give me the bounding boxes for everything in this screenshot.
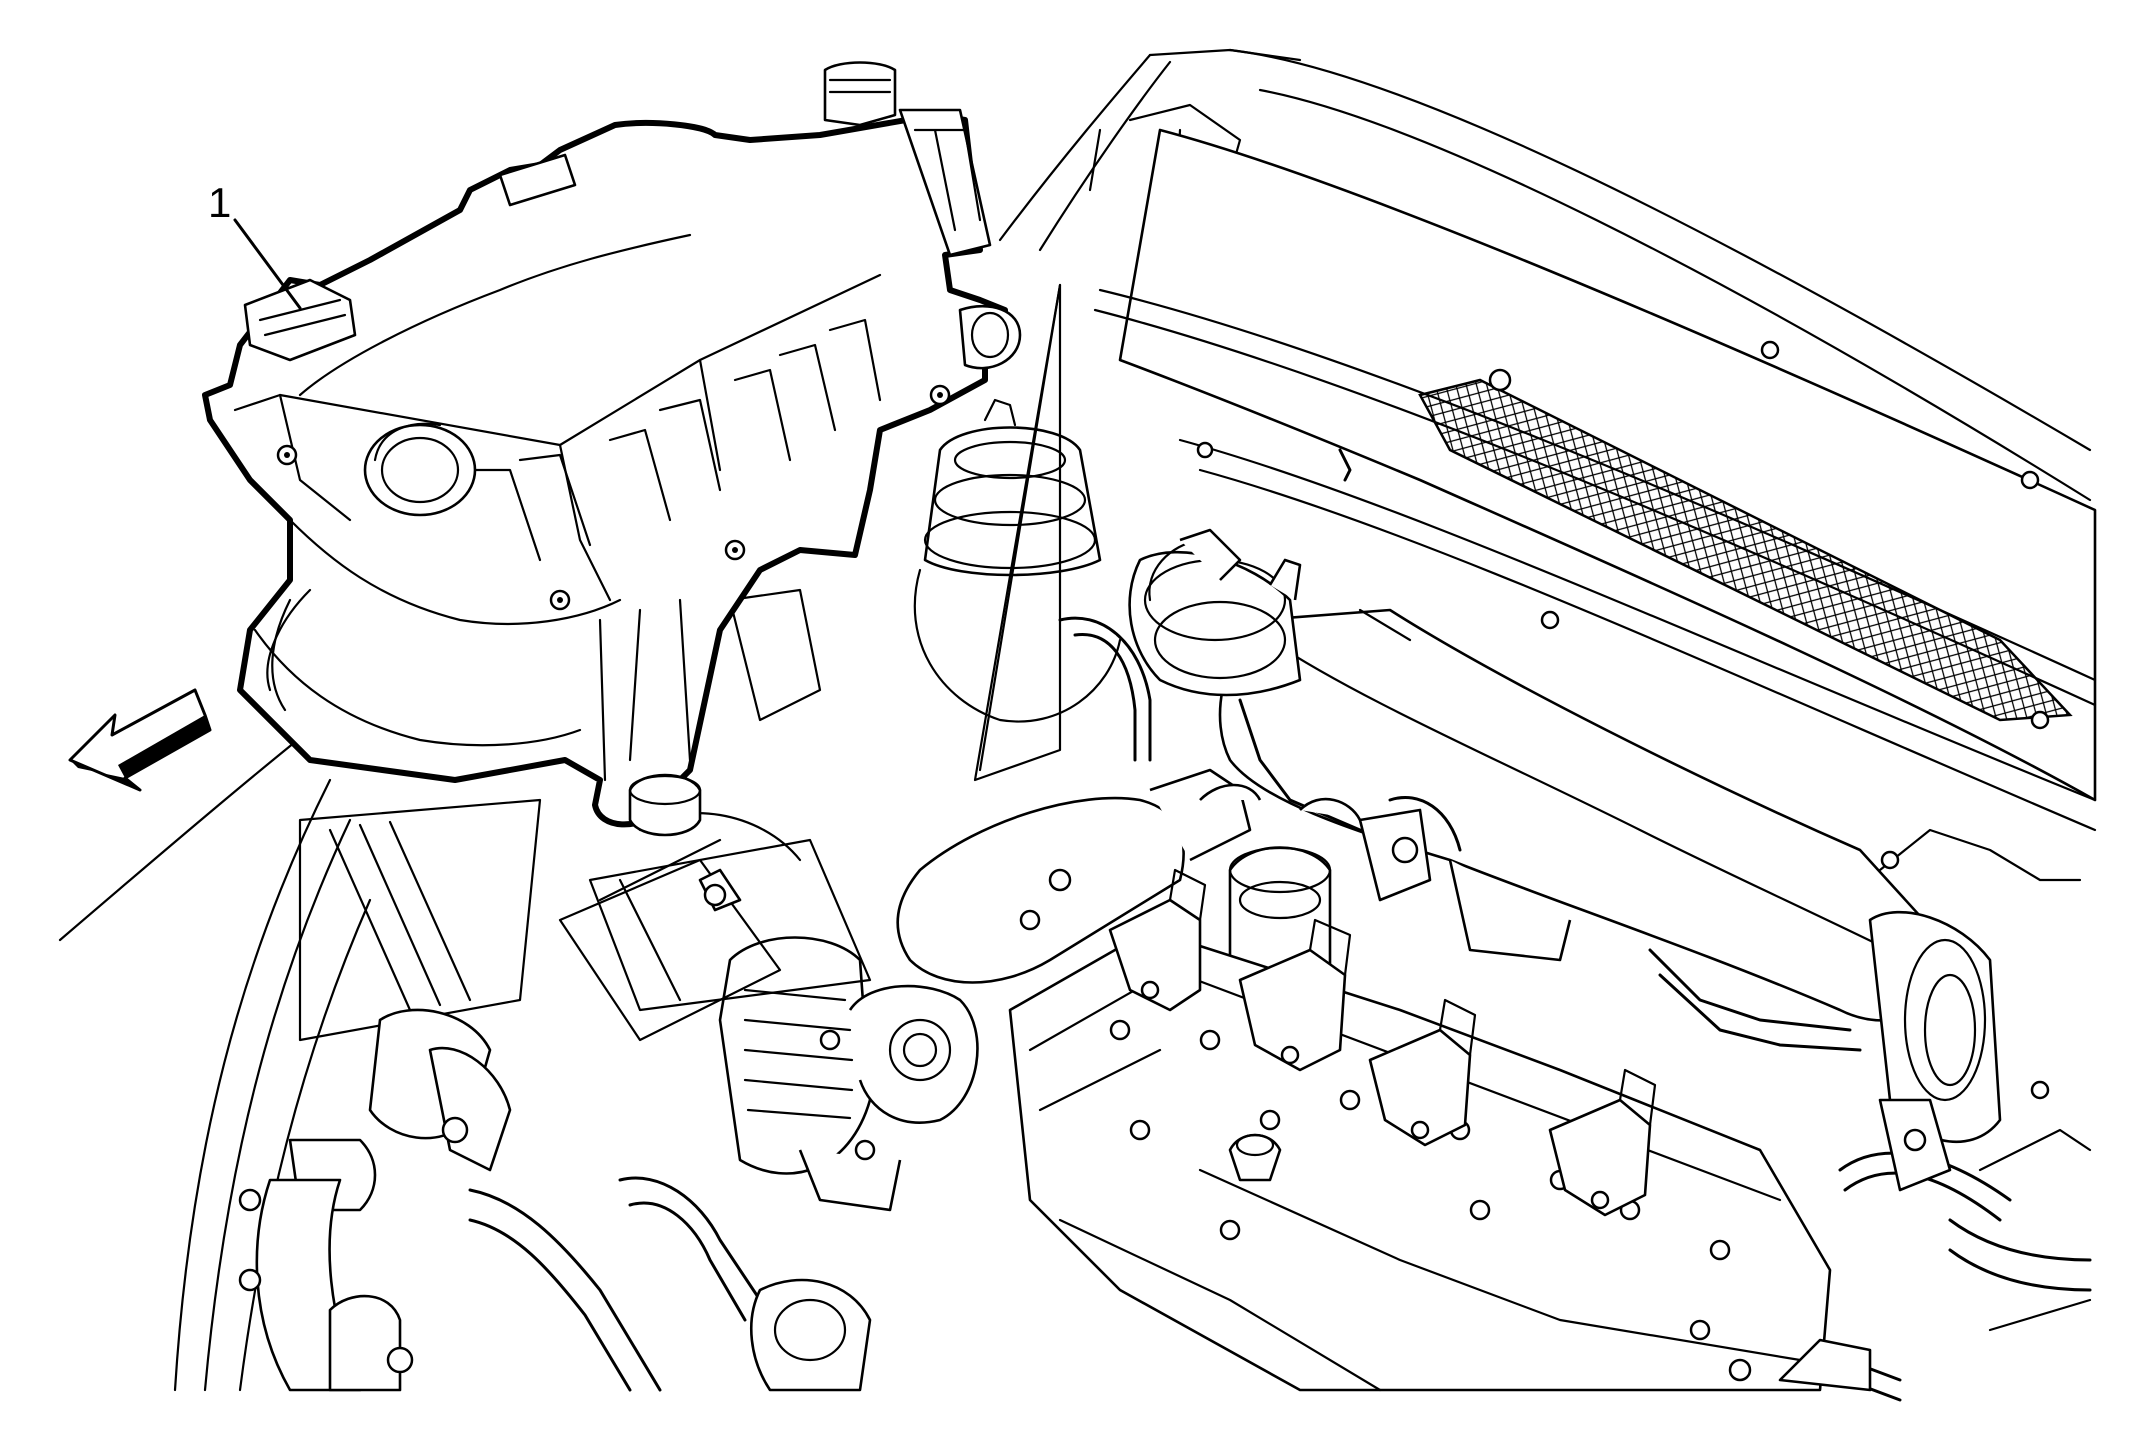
air-intake-duct — [1218, 608, 2082, 1144]
callout-1-label: 1 — [208, 179, 232, 226]
air-cleaner-assembly — [202, 61, 1022, 837]
cowl-panel — [1093, 128, 2097, 832]
forward-direction-arrow-icon — [68, 688, 212, 792]
left-fender-lines — [58, 728, 372, 1392]
strut-tower — [913, 398, 1122, 723]
lower-left-hoses — [468, 1176, 872, 1392]
hoses — [1058, 616, 2092, 1402]
engine-mount-bracket — [718, 936, 979, 1212]
support-bracket-triangle — [973, 283, 1062, 782]
right-side-fittings — [1728, 850, 2092, 1392]
callout-1-leader — [233, 218, 302, 310]
ignition-coils — [1108, 868, 1657, 1217]
fuel-rail — [896, 768, 1262, 984]
left-side-components — [238, 798, 782, 1392]
valve-cover — [1008, 928, 1832, 1392]
throttle-coupler — [1128, 528, 1302, 697]
center-brace — [588, 588, 872, 1012]
